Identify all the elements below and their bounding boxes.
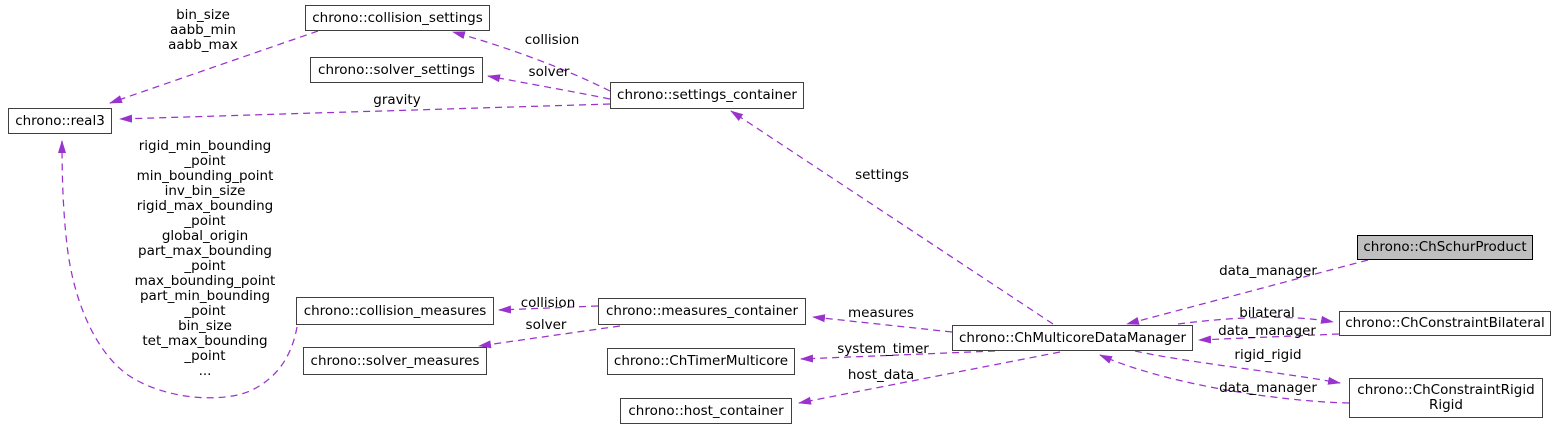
edge-data-manager-to-settings-container: [730, 110, 1054, 325]
edge-label-collision-settings: collision: [524, 32, 580, 48]
node-real3[interactable]: chrono::real3: [8, 108, 112, 134]
node-constraint-bilateral[interactable]: chrono::ChConstraintBilateral: [1339, 311, 1551, 336]
edge-label-host-data: host_data: [847, 367, 915, 383]
edge-collision-settings-to-real3: [109, 30, 319, 104]
edge-data-manager-to-bilateral: [1177, 315, 1334, 325]
node-collision-measures[interactable]: chrono::collision_measures: [296, 297, 494, 325]
edge-label-data-manager-schur: data_manager: [1219, 263, 1317, 279]
node-settings-container[interactable]: chrono::settings_container: [610, 82, 804, 109]
node-measures-container[interactable]: chrono::measures_container: [598, 298, 806, 325]
node-host-container[interactable]: chrono::host_container: [620, 398, 792, 424]
edge-rigid-rigid-to-data-manager: [1099, 354, 1350, 404]
node-constraint-rigid-rigid[interactable]: chrono::ChConstraintRigid Rigid: [1349, 378, 1543, 418]
edge-schur-to-data-manager: [1126, 259, 1369, 325]
edge-label-system-timer: system_timer: [837, 341, 929, 357]
edge-label-solver-measures: solver: [525, 317, 567, 333]
edge-data-manager-to-host-container: [798, 351, 1061, 405]
edge-measures-container-to-collision-measures: [498, 305, 599, 314]
node-solver-measures[interactable]: chrono::solver_measures: [303, 347, 487, 375]
edge-label-bilateral: bilateral: [1239, 305, 1295, 321]
edge-label-aabb: bin_size aabb_min aabb_max: [168, 7, 238, 53]
edge-label-solver-settings: solver: [528, 64, 570, 80]
edge-settings-container-to-solver-settings: [487, 74, 611, 100]
edge-data-manager-to-timer: [800, 350, 996, 363]
edge-settings-container-to-real3-gravity: [119, 103, 611, 123]
edge-label-data-manager-rigid: data_manager: [1219, 380, 1317, 396]
node-multicore-data-manager[interactable]: chrono::ChMulticoreDataManager: [952, 325, 1193, 351]
edge-collision-measures-to-real3-members: [58, 140, 298, 399]
edge-label-settings: settings: [855, 167, 909, 183]
node-timer-multicore[interactable]: chrono::ChTimerMulticore: [607, 348, 795, 375]
node-solver-settings[interactable]: chrono::solver_settings: [310, 57, 483, 83]
edge-label-measures: measures: [848, 305, 914, 321]
edge-label-data-manager-bilateral: data_manager: [1218, 323, 1316, 339]
edge-label-members: rigid_min_bounding _point min_bounding_p…: [134, 138, 276, 379]
edge-label-collision-measures: collision: [520, 295, 576, 311]
edge-data-manager-to-rigid-rigid: [1134, 350, 1341, 385]
node-schur-product: chrono::ChSchurProduct: [1357, 235, 1533, 260]
edge-label-rigid-rigid: rigid_rigid: [1234, 347, 1302, 363]
edge-settings-container-to-collision-settings: [452, 31, 611, 92]
edge-label-gravity: gravity: [373, 92, 421, 108]
node-collision-settings[interactable]: chrono::collision_settings: [305, 5, 490, 31]
